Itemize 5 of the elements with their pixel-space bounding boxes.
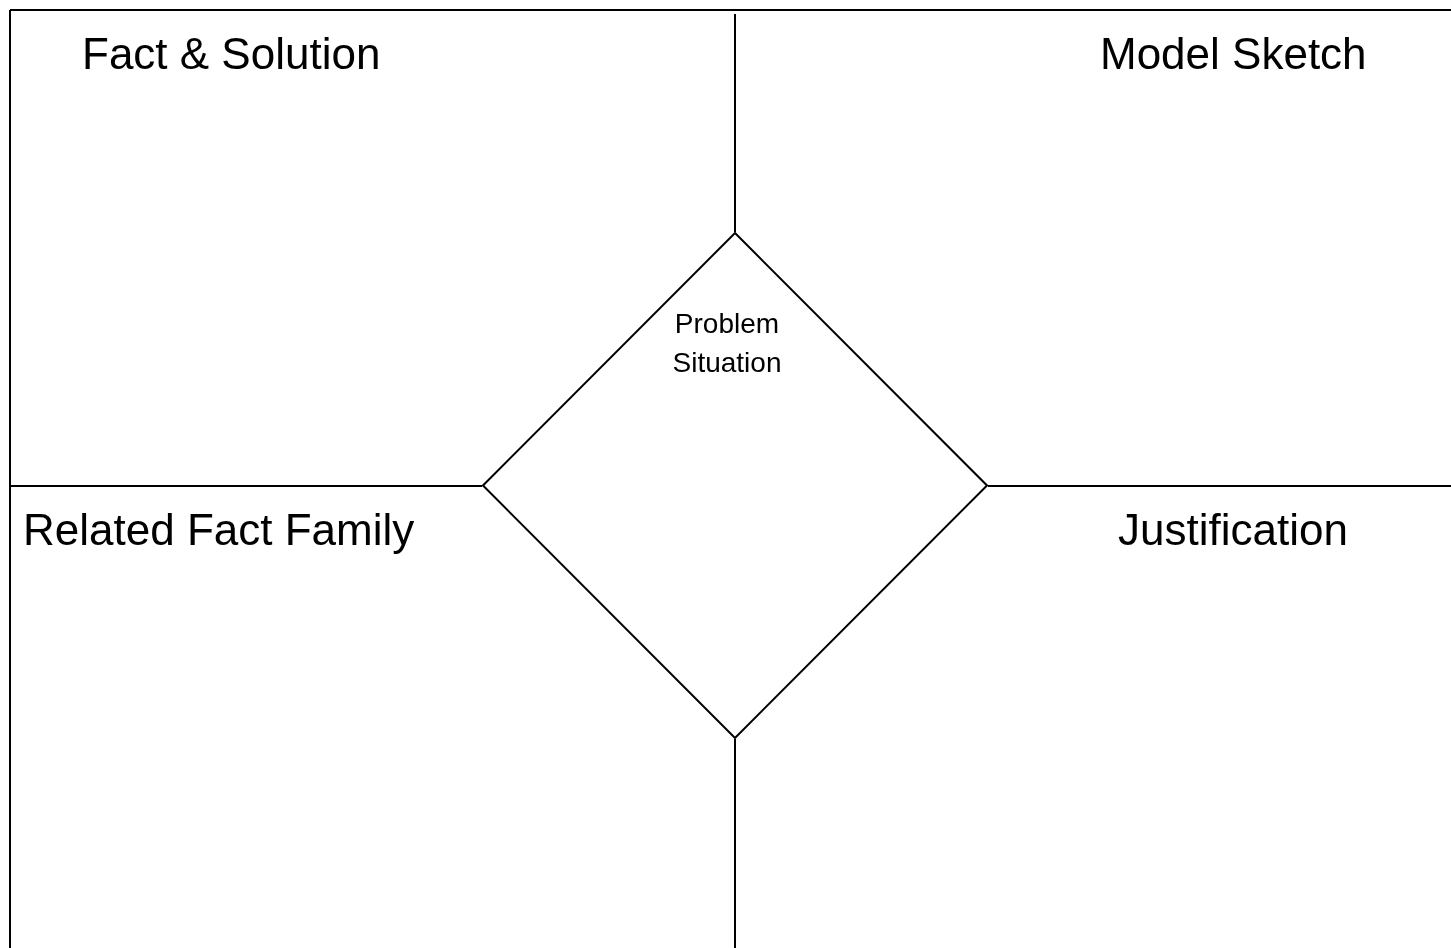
quadrant-heading: Justification	[1118, 508, 1348, 552]
center-label: Problem Situation	[671, 307, 783, 380]
quadrant-heading: Model Sketch	[1100, 32, 1367, 76]
quadrant-heading: Fact & Solution	[82, 32, 381, 76]
quadrant-heading: Related Fact Family	[23, 508, 415, 552]
